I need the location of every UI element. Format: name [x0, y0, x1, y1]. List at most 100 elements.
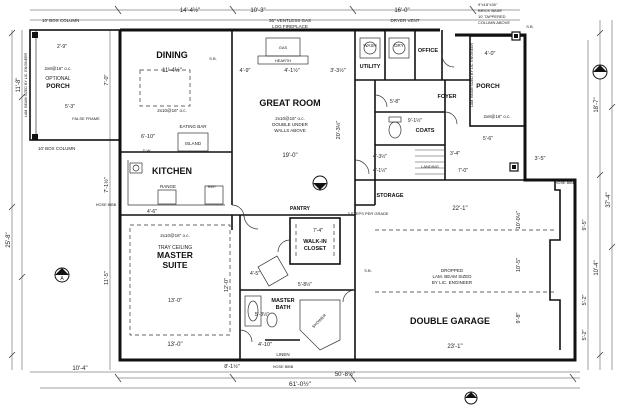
fireplace-note-1: 36" VENTLESS GAS	[269, 18, 311, 23]
room-master-suite-line1: MASTER	[157, 250, 193, 260]
door-swings	[231, 54, 458, 343]
dim-bottom-3: 13'-0"	[167, 342, 182, 348]
range-label: RANGE	[160, 184, 176, 189]
dim-foyer-1: 5'-8"	[390, 99, 400, 105]
beam-great-1: 2x10@16" o.c.	[275, 116, 304, 121]
dim-porch-2: 5'-3"	[65, 104, 75, 110]
exterior-walls	[29, 28, 577, 362]
island-label: ISLAND	[185, 141, 202, 146]
hose-bibb-left: HOSE BIBB	[96, 203, 117, 207]
beam-master: 2x10@16" o.c.	[160, 233, 189, 238]
room-storage: STORAGE	[376, 193, 403, 199]
lam-beam-right: LAM. BEAM SIZED BY LIC. ENGINEER	[470, 42, 474, 107]
beam-dining: 2x10@16" o.c.	[157, 108, 186, 113]
sb-note-3: S.B.	[526, 24, 534, 29]
room-master-bath-line1: MASTER	[271, 298, 294, 304]
dim-right-total: 37'-4"	[606, 192, 612, 207]
dim-right-5: 5'-2"	[582, 294, 588, 305]
dim-mb-3: 5'-8½"	[298, 281, 312, 288]
dim-storage-3: 7'-0"	[458, 168, 468, 174]
dim-master-width: 13'-0"	[168, 298, 182, 304]
interior-walls	[120, 30, 525, 360]
box-column-note: 10' BOX COLUMN	[42, 18, 79, 23]
section-marker-bottom	[464, 391, 478, 405]
dim-mb-2: 4'-5"	[250, 271, 260, 277]
room-foyer: FOYER	[438, 94, 457, 100]
landing-label: LANDING	[421, 164, 439, 169]
dropped-beam-1: DROPPED	[441, 268, 464, 273]
svg-text:A: A	[60, 276, 64, 282]
linen-label: LINEN	[276, 352, 289, 357]
dim-storage-1: 4'-3½"	[373, 153, 387, 160]
dim-right-3: 10'-4"	[594, 260, 600, 275]
dim-bottom-5: 8'-1½"	[224, 363, 240, 370]
fixtures	[32, 31, 555, 351]
section-marker-right	[592, 64, 608, 80]
room-office: OFFICE	[418, 48, 438, 54]
notes: 10' BOX COLUMN 10' BOX COLUMN 36" VENTLE…	[24, 2, 576, 369]
eating-bar-label: EATING BAR	[180, 124, 208, 129]
lam-beam-left: LAM. BEAM SIZED BY LIC. ENGINEER	[24, 52, 28, 117]
dim-garage-h3: 9'-8"	[516, 312, 522, 323]
room-great-room: GREAT ROOM	[259, 98, 320, 108]
gas-label: GAS	[279, 45, 288, 50]
wash-label: WASH	[363, 43, 376, 48]
dimension-labels: 14'-4½" 10'-3" 16'-0" 4'-9" 4'-1½" 3'-3½…	[6, 7, 612, 388]
brick-base-note-3: 10' TAPPERED	[478, 14, 506, 19]
dw-note: D.W.	[143, 148, 152, 153]
room-walk-in-line1: WALK-IN	[303, 239, 327, 245]
beam-porch-left: 2x8@16" o.c.	[45, 66, 72, 71]
fireplace-note-2: LOG FIREPLACE	[272, 24, 308, 29]
sb-note-2: S.B.	[364, 268, 372, 273]
hose-bibb-right: HOSE BIBB	[555, 181, 576, 185]
dim-bottom-1: 10'-4"	[72, 366, 87, 372]
room-utility: UTILITY	[360, 64, 381, 70]
dim-left-4: 11'-5"	[104, 271, 110, 285]
dim-right-4: 9'-5"	[582, 219, 588, 230]
room-master-suite-line2: SUITE	[162, 260, 187, 270]
room-kitchen: KITCHEN	[152, 166, 192, 176]
dim-foyer-3: 9'-1½"	[408, 117, 422, 124]
dim-left-5: 7'-0"	[104, 74, 110, 85]
brick-base-note-4: COLUMN ABOVE	[478, 20, 510, 25]
dim-foyer-2: 3'-4"	[450, 151, 460, 157]
beam-great-2: DOUBLE UNDER	[272, 122, 309, 127]
dim-garage-h1: 10'-0½"	[515, 211, 522, 230]
dim-garage-h2: 10'-5"	[516, 258, 522, 272]
dim-top-2: 10'-3"	[250, 8, 265, 14]
dim-porch-1: 5'-6"	[483, 136, 493, 142]
hose-bibb-bottom: HOSE BIBB	[273, 365, 294, 369]
dim-bottom-total: 61'-0½"	[289, 380, 312, 388]
dim-bottom-2: 50'-8½"	[335, 371, 355, 378]
section-marker-center	[312, 175, 328, 191]
dim-bottom-6: 23'-1"	[447, 344, 462, 350]
room-double-garage: DOUBLE GARAGE	[410, 316, 490, 326]
false-frame-note: FALSE FRAME	[72, 116, 100, 121]
steps-note: 3 STEPS PER GRADE	[347, 211, 388, 216]
dim-bottom-4: 4'-10"	[258, 342, 272, 348]
hearth-label: HEARTH	[275, 58, 291, 63]
dim-kitchen-width: 4'-6"	[147, 209, 157, 215]
dropped-beam-3: BY LIC. ENGINEER	[432, 280, 473, 285]
dim-closet-width: 7'-4"	[313, 228, 323, 234]
room-coats: COATS	[416, 128, 435, 134]
dim-left-1: 25'-8"	[6, 232, 12, 247]
brick-base-note-2: BRICK BASE	[478, 8, 502, 13]
room-great-room-size: 19'-0"	[282, 153, 297, 159]
dryer-vent-note: DRYER VENT	[391, 18, 420, 23]
dim-dining-w2: 6'-10"	[141, 134, 155, 140]
dry-label: DRY	[394, 43, 403, 48]
beam-porch-right: 2x8@16" o.c.	[484, 114, 511, 119]
dim-top-3: 16'-0"	[394, 8, 409, 14]
dim-garage-width: 22'-1"	[452, 206, 467, 212]
dim-top-5: 4'-1½"	[284, 67, 300, 74]
room-walk-in-line2: CLOSET	[304, 246, 327, 252]
dim-porch-3: 2'-9"	[57, 44, 67, 50]
ref-label: REF.	[208, 184, 217, 189]
dim-top-4: 4'-9"	[240, 68, 251, 74]
porch-right: PORCH	[476, 83, 500, 90]
room-pantry: PANTRY	[290, 206, 311, 212]
room-master-bath-line2: BATH	[276, 305, 291, 311]
dim-top-6: 3'-3½"	[330, 67, 346, 74]
dim-right-1: 18'-7"	[594, 97, 600, 112]
